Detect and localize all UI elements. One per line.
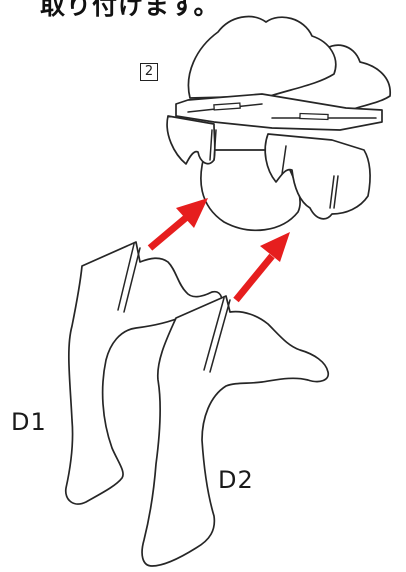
arrow-up-right-icon bbox=[236, 232, 290, 300]
part-d2 bbox=[142, 296, 328, 566]
step-number-badge: 2 bbox=[140, 63, 158, 81]
d2-label: D2 bbox=[218, 466, 254, 494]
upper-assembly bbox=[167, 17, 390, 231]
arrow-up-right-icon bbox=[150, 198, 208, 248]
instruction-caption: 取り付けます。 bbox=[40, 0, 220, 22]
d2-outline bbox=[142, 296, 328, 566]
d1-label: D1 bbox=[11, 408, 47, 436]
upper-left-flap bbox=[167, 116, 215, 164]
